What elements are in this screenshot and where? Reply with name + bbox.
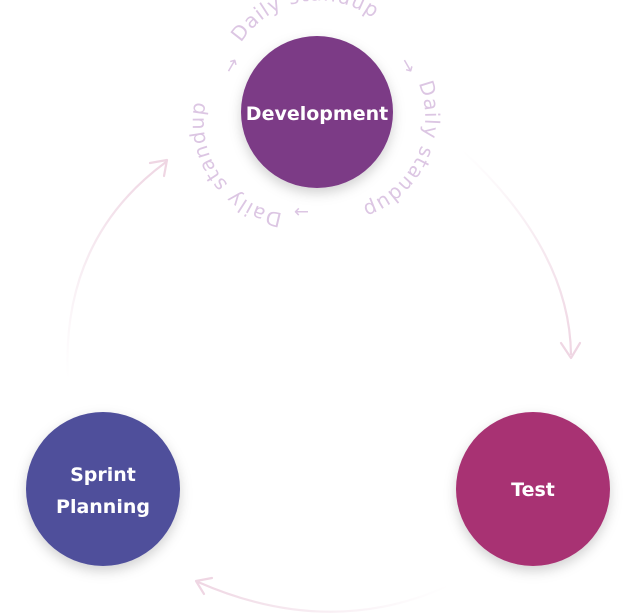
test-node — [456, 412, 610, 566]
sprint-planning-node — [26, 412, 180, 566]
test-label: Test — [511, 479, 555, 501]
cycle-arrow-test-to-planning — [194, 576, 451, 613]
cycle-arrow-planning-to-dev — [66, 158, 169, 381]
cycle-arrow-dev-to-test — [461, 149, 582, 360]
development-label: Development — [246, 103, 388, 125]
orbit-arrow-top-left-icon: → — [219, 54, 245, 78]
sprint-planning-label-line2: Planning — [56, 496, 150, 518]
orbit-arrow-bottom-icon: → — [294, 201, 309, 222]
orbit-arrow-top-right-icon: → — [395, 54, 421, 78]
development-node — [241, 36, 393, 188]
sprint-planning-label-line1: Sprint — [70, 464, 136, 486]
